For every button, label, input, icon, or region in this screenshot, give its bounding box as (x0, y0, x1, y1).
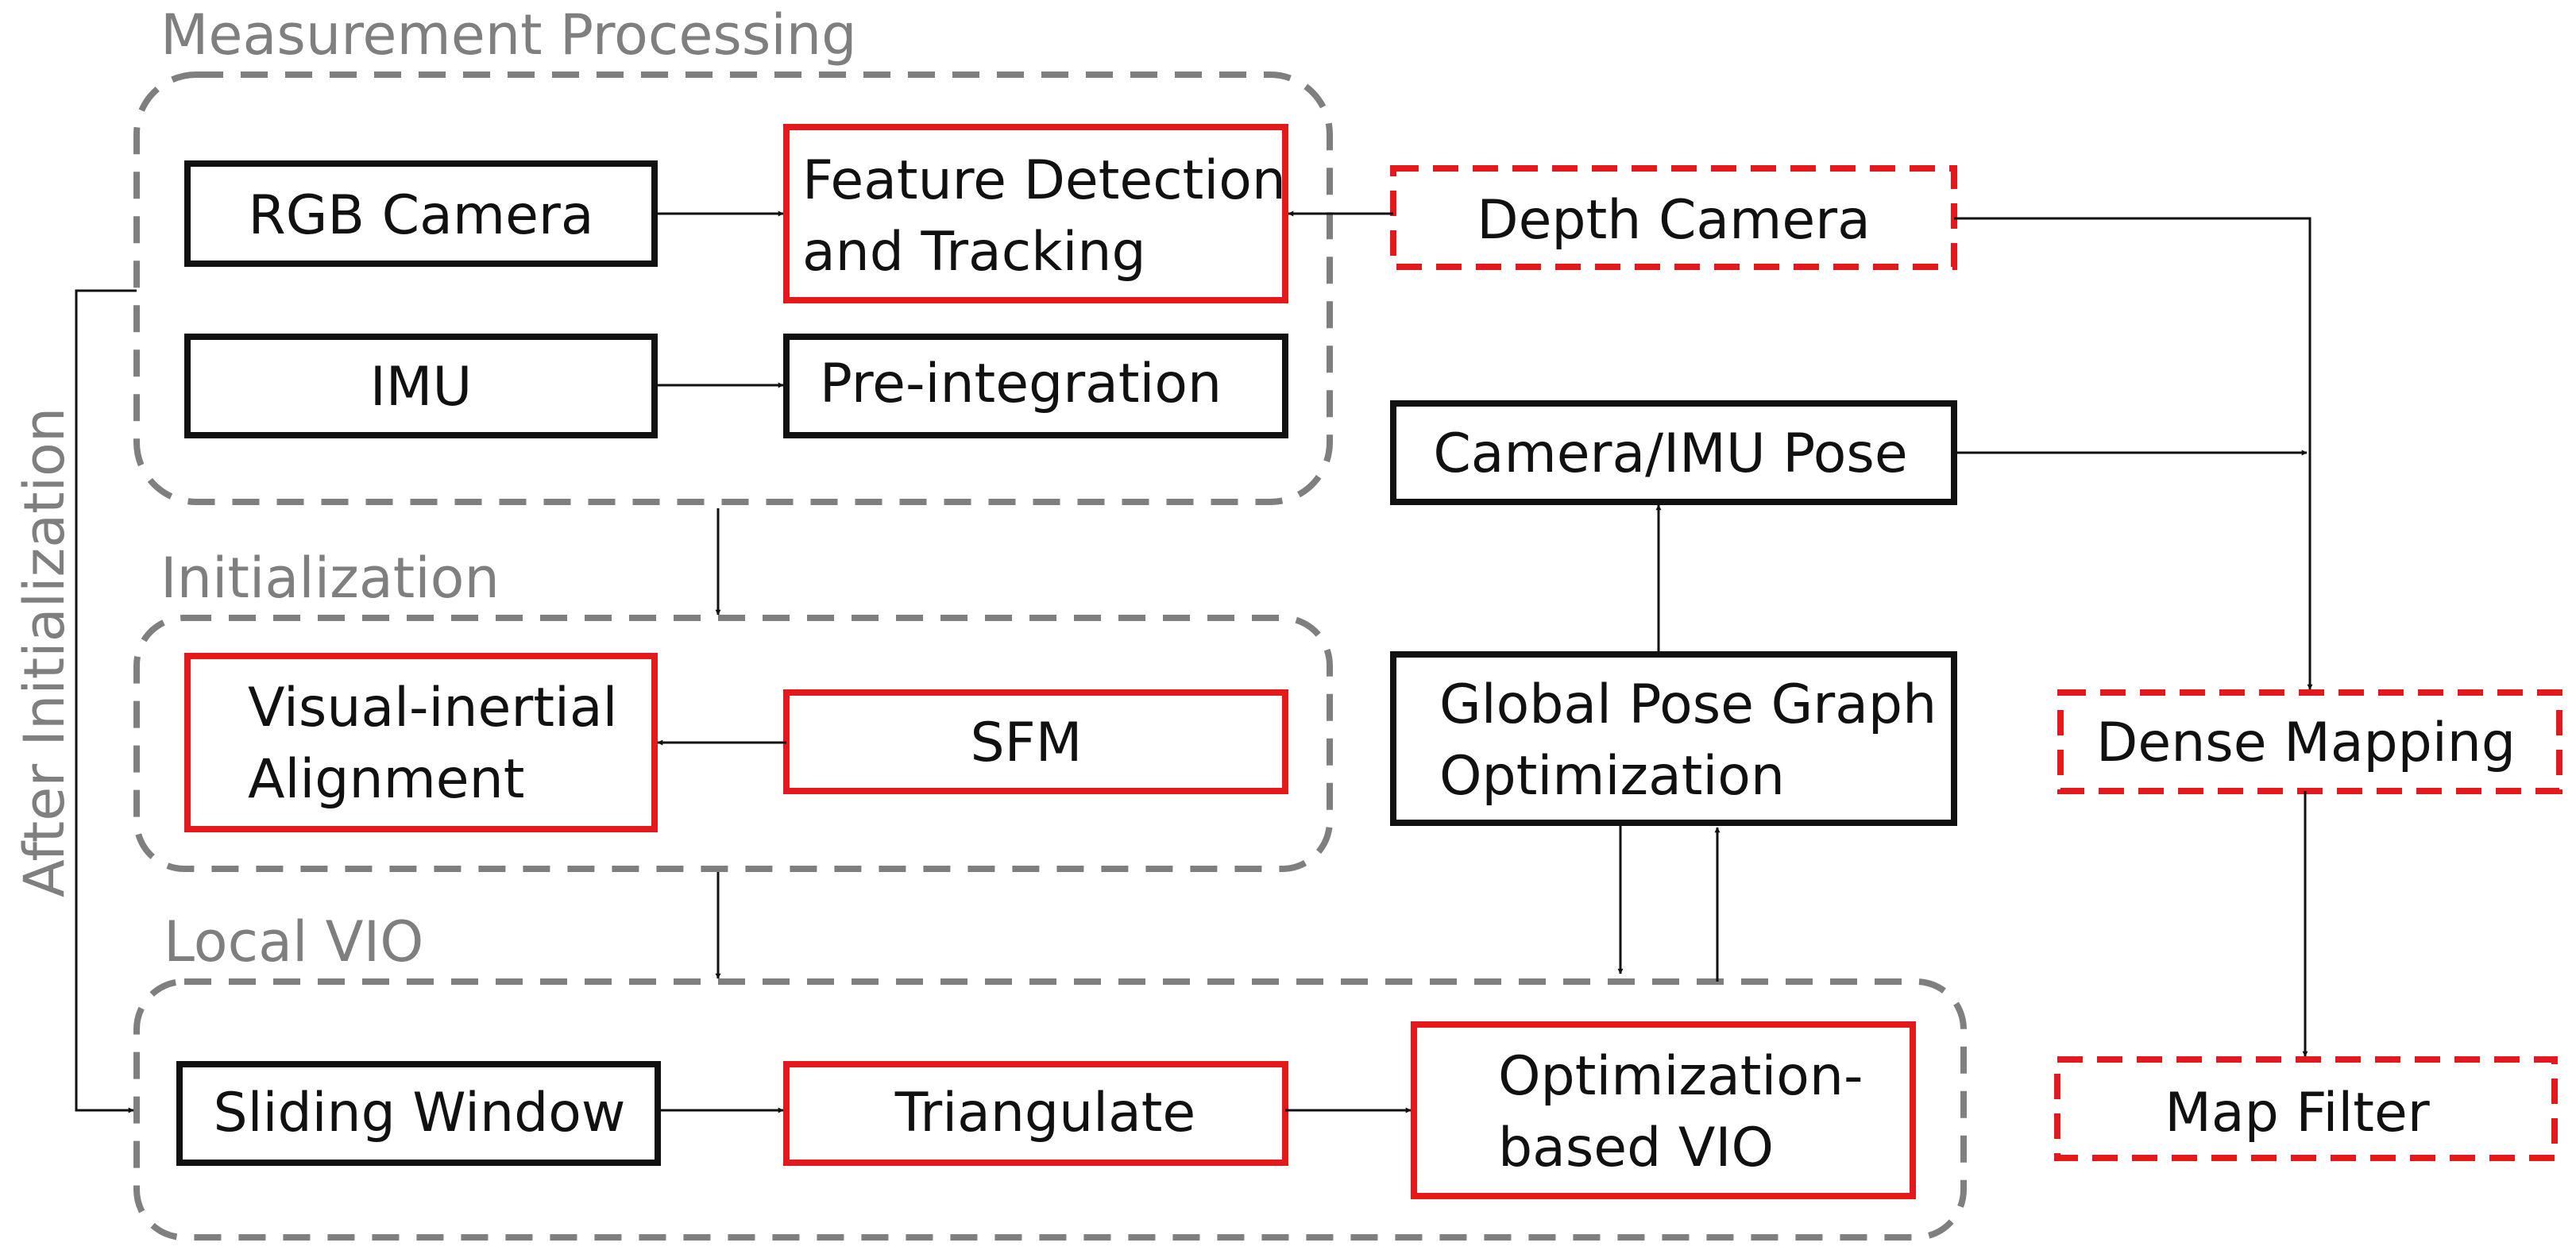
imu-label: IMU (370, 356, 473, 419)
sliding-window-label: Sliding Window (214, 1082, 626, 1144)
preintegration-label: Pre-integration (820, 353, 1222, 415)
global-pose-graph-label-line1: Global Pose Graph (1439, 673, 1937, 736)
triangulate-label: Triangulate (894, 1082, 1195, 1144)
local-vio-group (133, 978, 1967, 1241)
sliding-window-box (176, 1061, 661, 1166)
connectors (75, 210, 2313, 1113)
camera-imu-pose-label: Camera/IMU Pose (1433, 423, 1907, 485)
feature-detection-box (783, 124, 1288, 303)
depth-camera-label: Depth Camera (1477, 189, 1871, 252)
optimization-vio-label-line1: Optimization- (1498, 1045, 1863, 1108)
triangulate-box (783, 1061, 1288, 1166)
initialization-group (133, 615, 1333, 872)
rgb-camera-label: RGB Camera (248, 184, 593, 247)
local-vio-title: Local VIO (164, 909, 423, 974)
feature-detection-label-line2: and Tracking (802, 221, 1146, 284)
feature-detection-label-line1: Feature Detection (802, 149, 1286, 212)
global-pose-graph-box (1390, 651, 1957, 826)
initialization-title: Initialization (160, 546, 500, 611)
visual-inertial-box (184, 653, 658, 832)
map-filter-label: Map Filter (2165, 1082, 2430, 1144)
visual-inertial-label-line1: Visual-inertial (248, 677, 617, 739)
global-pose-graph-label-line2: Optimization (1439, 745, 1785, 808)
map-filter-box (2054, 1056, 2558, 1161)
imu-box (184, 334, 658, 438)
optimization-vio-label-line2: based VIO (1498, 1117, 1774, 1179)
preintegration-box (783, 334, 1288, 438)
measurement-processing-title: Measurement Processing (160, 2, 857, 68)
dense-mapping-label: Dense Mapping (2096, 712, 2516, 774)
arrow-after-initialization (75, 289, 137, 1113)
sfm-label: SFM (971, 712, 1083, 774)
visual-inertial-label-line2: Alignment (248, 748, 524, 811)
sfm-box (783, 689, 1288, 794)
optimization-vio-box (1411, 1021, 1916, 1199)
camera-imu-pose-box (1390, 400, 1957, 505)
measurement-processing-group (133, 71, 1333, 505)
arrow-depth-to-dense-mapping (1954, 217, 2313, 690)
after-initialization-label: After Initialization (12, 407, 77, 897)
dense-mapping-box (2057, 689, 2562, 794)
